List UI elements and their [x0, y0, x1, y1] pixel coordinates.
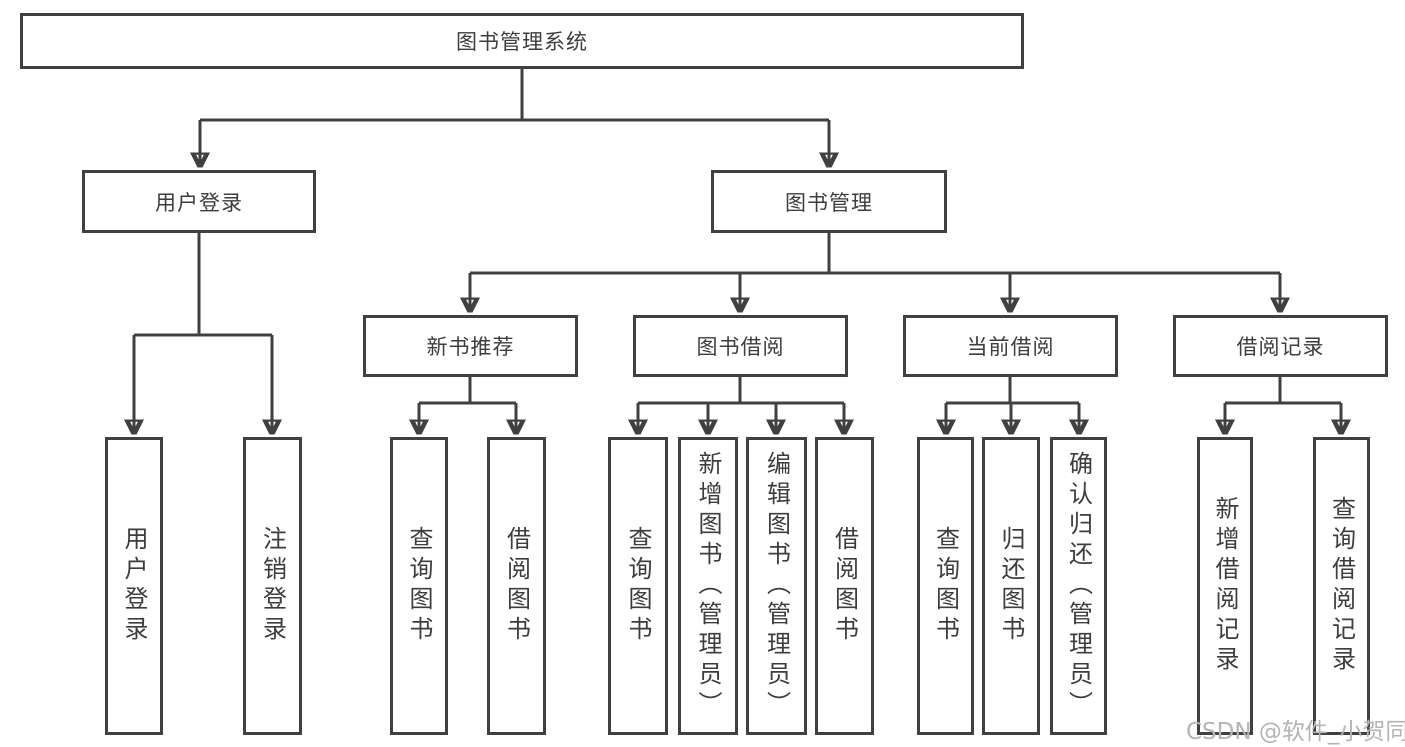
node-borrow-records: 借阅记录	[1173, 315, 1388, 377]
leaf-user-login: 用户登录	[105, 437, 163, 735]
node-root: 图书管理系统	[20, 13, 1024, 69]
connector-trunks	[134, 69, 1341, 405]
leaf-logout: 注销登录	[243, 437, 302, 735]
leaf-current-query-books: 查询图书	[917, 437, 974, 735]
leaf-newbooks-borrow-books: 借阅图书	[487, 437, 546, 735]
leaf-current-return-books: 归还图书	[982, 437, 1040, 735]
node-current-borrowing: 当前借阅	[903, 315, 1118, 377]
leaf-newbooks-query-books: 查询图书	[390, 437, 448, 735]
leaf-borrowing-edit-books-admin: 编辑图书（管理员）	[746, 437, 807, 735]
node-user-login: 用户登录	[82, 170, 316, 233]
node-book-borrowing: 图书借阅	[633, 315, 848, 377]
node-book-management: 图书管理	[711, 170, 947, 233]
leaf-records-add-record: 新增借阅记录	[1197, 437, 1253, 735]
leaf-borrowing-borrow-books: 借阅图书	[815, 437, 874, 735]
node-new-book-recommend: 新书推荐	[363, 315, 578, 377]
leaf-records-query-record: 查询借阅记录	[1313, 437, 1370, 735]
leaf-current-confirm-return-admin: 确认归还（管理员）	[1050, 437, 1107, 735]
leaf-borrowing-query-books: 查询图书	[608, 437, 668, 735]
leaf-borrowing-add-books-admin: 新增图书（管理员）	[678, 437, 738, 735]
csdn-watermark: CSDN @软件_小贺同学	[1186, 719, 1405, 745]
